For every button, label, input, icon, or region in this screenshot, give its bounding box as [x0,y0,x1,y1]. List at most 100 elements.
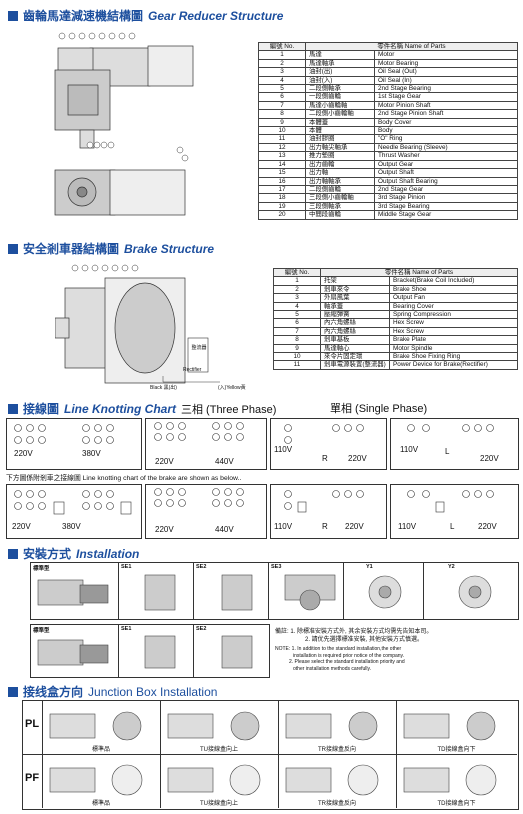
part-name-zh: 壓縮彈簧 [320,310,390,320]
label-r-2: R [322,522,328,531]
part-number: 8 [258,109,306,119]
part-name-zh: 二段側齒輪 [305,184,375,195]
install-title-en: Installation [76,546,140,561]
part-number: 12 [258,142,306,153]
part-number: 5 [273,310,321,320]
voltage-110-4: 110V [398,522,417,531]
rectifier-label: 整流器 [190,345,208,351]
part-name-zh: 出力齒輪 [305,159,375,170]
junction-col-divider [160,700,161,808]
part-number: 2 [258,58,306,69]
part-name-en: Spring Compression [389,310,518,320]
part-number: 15 [258,168,306,178]
part-name-zh: 一段側齒輪 [305,92,375,102]
rectifier-zh: 整流器 [191,345,207,351]
part-name-en: Body [374,126,518,136]
yellow-wire-label: (入)Yellow黃 [218,385,246,391]
note-en-label: NOTE: [275,646,291,652]
line-title-zh: 接線圖 [23,402,60,416]
part-name-en: Brake Plate [389,335,518,345]
part-name-en: "O" Ring [374,134,518,144]
install-drawings-row-2 [37,635,253,669]
voltage-220-6: 220V [155,525,174,534]
part-number: 6 [273,318,321,328]
voltage-440-2: 440V [215,525,234,534]
part-number: 8 [273,335,321,345]
part-name-en: Output Shaft Bearing [374,176,518,186]
part-name-zh: 本體 [305,126,375,136]
part-name-zh: 外扇風葉 [320,293,390,303]
voltage-380-2: 380V [62,522,81,531]
brake-title-en: Brake Structure [124,241,215,256]
part-name-en: 2nd Stage Pinion Shaft [374,109,518,119]
part-name-en: 3rd Stage Bearing [374,201,518,212]
part-number: 2 [273,284,321,295]
wiring-brake-box-2 [145,484,267,539]
part-name-en: Thrust Washer [374,151,518,161]
part-name-zh: 馬達小齒輪軸 [305,100,375,111]
install-se2b-label: SE2 [196,626,207,632]
brake-wiring-note: 下方圖係附剎車之接線圖 Line knotting chart of the b… [6,475,242,482]
part-name-zh: 馬達 [305,50,375,60]
line-title-en: Line Knotting Chart [64,401,176,416]
note-en-1: 1. In addition to the standard installat… [291,646,402,652]
brake-drawing [55,264,220,384]
part-name-en: Middle Stage Gear [374,210,518,220]
col-name: 零件名稱 Name of Parts [305,41,518,52]
junction-drawings [49,711,497,796]
voltage-110-3: 110V [274,522,293,531]
square-bullet-icon [8,548,18,559]
part-name-zh: 出力軸 [305,168,375,178]
voltage-220-8: 220V [478,522,497,531]
install-se1b-label: SE1 [121,626,132,632]
wiring-box-2 [145,418,267,470]
part-name-zh: 馬達軸承 [305,58,375,69]
install-drawings-row-1 [37,574,492,611]
part-name-zh: 軸承蓋 [320,301,390,312]
label-l-2: L [450,522,455,531]
part-name-en: Oil Seal (Out) [374,67,518,77]
col-no: 編號 No. [273,267,321,278]
part-name-en: Brake Shoe [389,284,518,295]
part-name-zh: 油封膠圈 [305,134,375,144]
voltage-220-4: 220V [480,454,499,463]
part-number: 1 [273,276,321,286]
note-zh-1: 備註: 1. 除標准安裝方式外, 其余安裝方式均需先告知本司。 [275,629,433,635]
note-en-4: other installation methods carefully. [293,665,372,672]
voltage-220-2: 220V [155,457,174,466]
part-number: 18 [258,193,306,203]
voltage-220-5: 220V [12,522,31,531]
part-name-zh: 內六角螺絲 [320,326,390,337]
junction-section-title: 接线盒方向 Junction Box Installation [8,683,217,700]
part-name-zh: 油封(出) [305,67,375,77]
part-name-en: Output Fan [389,293,518,303]
part-name-en: Motor [374,50,518,60]
part-number: 5 [258,84,306,94]
wiring-box-3 [270,418,387,470]
part-name-en: 3rd Stage Pinion [374,193,518,203]
part-name-zh: 出力軸軸承 [305,176,375,186]
square-bullet-icon [8,686,18,697]
junction-caption-td-pf: TD接線盒向下 [437,801,476,807]
install-section-title: 安裝方式 Installation [8,545,139,562]
label-l-1: L [445,447,450,456]
install-std1-label: 標準型 [33,566,50,572]
rectifier-en: Rectifier [183,367,202,373]
part-number: 9 [273,343,321,354]
voltage-220-3: 220V [348,454,367,463]
part-name-en: Oil Seal (In) [374,75,518,86]
part-number: 4 [273,301,321,312]
part-number: 9 [258,117,306,128]
junction-col-divider [396,700,397,808]
